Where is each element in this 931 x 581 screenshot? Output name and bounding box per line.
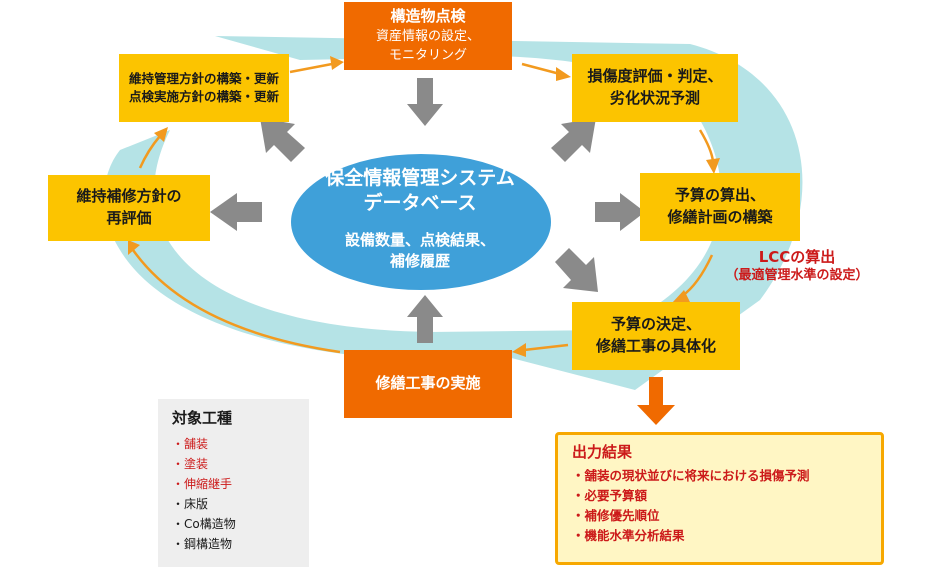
gray-arrow-up-bottom bbox=[407, 295, 443, 343]
flow-arrow-repair-to-reeval bbox=[131, 249, 341, 354]
gray-arrows bbox=[210, 78, 645, 343]
work-type-item: ・塗装 bbox=[172, 457, 209, 471]
node-decision: 予算の決定、 修繕工事の具体化 bbox=[572, 302, 740, 370]
work-type-item: ・Co構造物 bbox=[172, 517, 236, 531]
gray-arrow-upright bbox=[551, 118, 596, 162]
output-list: ・舗装の現状並びに将来における損傷予測・必要予算額・補修優先順位・機能水準分析結… bbox=[572, 466, 881, 546]
gray-arrow-right bbox=[595, 193, 645, 231]
node-damage: 損傷度評価・判定、 劣化状況予測 bbox=[572, 54, 738, 122]
node-inspection: 構造物点検 資産情報の設定、 モニタリング bbox=[344, 2, 512, 70]
output-item: ・必要予算額 bbox=[572, 488, 648, 503]
node-policy: 維持管理方針の構築・更新 点検実施方針の構築・更新 bbox=[119, 54, 289, 122]
output-item: ・補修優先順位 bbox=[572, 508, 660, 523]
database-contents: 設備数量、点検結果、 補修履歴 bbox=[295, 230, 545, 272]
node-repair-line1: 修繕工事の実施 bbox=[375, 374, 481, 393]
database-ellipse bbox=[291, 154, 551, 290]
flow-arrow-decision-to-repair bbox=[523, 343, 569, 352]
output-title: 出力結果 bbox=[572, 443, 633, 461]
node-policy-line1: 維持管理方針の構築・更新 bbox=[128, 70, 279, 86]
node-reeval-line1: 維持補修方針の bbox=[76, 187, 182, 206]
output-item: ・機能水準分析結果 bbox=[572, 528, 685, 543]
node-reeval-line2: 再評価 bbox=[106, 209, 152, 227]
gray-arrow-left bbox=[210, 193, 262, 231]
work-type-item: ・鋼構造物 bbox=[172, 537, 233, 551]
database-contents-line2: 補修履歴 bbox=[389, 252, 450, 270]
work-type-item: ・伸縮継手 bbox=[172, 477, 233, 491]
node-decision-line1: 予算の決定、 bbox=[610, 315, 701, 334]
lcc-note: LCCの算出 （最適管理水準の設定） bbox=[702, 247, 892, 285]
node-reeval: 維持補修方針の 再評価 bbox=[48, 175, 210, 241]
flow-arrow-reeval-to-policy bbox=[138, 135, 161, 169]
node-repair: 修繕工事の実施 bbox=[344, 350, 512, 418]
lcc-note-line1: LCCの算出 bbox=[758, 248, 836, 266]
node-inspection-line1: 資産情報の設定、 bbox=[375, 29, 480, 45]
node-budget-line2: 修繕計画の構築 bbox=[667, 208, 773, 226]
lcc-note-line2: （最適管理水準の設定） bbox=[725, 268, 869, 284]
node-damage-line2: 劣化状況予測 bbox=[609, 89, 700, 107]
database-contents-line1: 設備数量、点検結果、 bbox=[344, 231, 495, 249]
node-decision-line2: 修繕工事の具体化 bbox=[595, 337, 716, 355]
work-types-panel: 対象工種 ・舗装・塗装・伸縮継手・床版・Co構造物・鋼構造物 bbox=[158, 399, 309, 567]
work-type-item: ・床版 bbox=[172, 497, 209, 511]
work-type-item: ・舗装 bbox=[172, 437, 209, 451]
flow-arrow-policy-to-inspection bbox=[289, 62, 333, 74]
output-item: ・舗装の現状並びに将来における損傷予測 bbox=[572, 468, 810, 483]
node-policy-line2: 点検実施方針の構築・更新 bbox=[128, 89, 279, 104]
node-damage-line1: 損傷度評価・判定、 bbox=[587, 67, 723, 86]
flow-arrow-inspection-to-damage bbox=[521, 62, 561, 76]
node-inspection-title: 構造物点検 bbox=[390, 7, 466, 26]
gray-arrow-down-top bbox=[407, 78, 443, 126]
flow-arrowheads bbox=[128, 56, 720, 357]
node-budget: 予算の算出、 修繕計画の構築 bbox=[640, 173, 800, 241]
node-budget-line1: 予算の算出、 bbox=[674, 186, 765, 205]
output-panel: 出力結果 ・舗装の現状並びに将来における損傷予測・必要予算額・補修優先順位・機能… bbox=[555, 432, 884, 565]
gray-arrow-upleft bbox=[260, 118, 305, 162]
work-types-title: 対象工種 bbox=[172, 409, 233, 427]
database-title-line2: データベース bbox=[363, 191, 477, 214]
node-inspection-line2: モニタリング bbox=[388, 47, 467, 63]
gray-arrow-downright bbox=[555, 248, 598, 292]
database-title-line1: 保全情報管理システム bbox=[325, 167, 515, 189]
database-title: 保全情報管理システム データベース bbox=[295, 166, 545, 215]
work-types-list: ・舗装・塗装・伸縮継手・床版・Co構造物・鋼構造物 bbox=[172, 434, 309, 554]
output-down-arrow bbox=[637, 377, 675, 425]
